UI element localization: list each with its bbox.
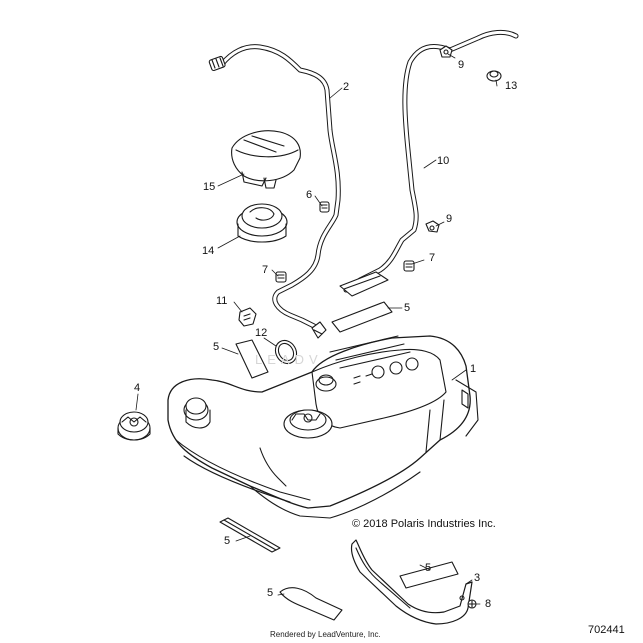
part-14-seal xyxy=(236,203,288,243)
callout-8: 8 xyxy=(485,598,492,610)
callout-5-left: 5 xyxy=(213,341,220,353)
callout-6: 6 xyxy=(306,189,313,201)
callout-3: 3 xyxy=(474,572,481,584)
tank-fitting xyxy=(311,321,327,339)
callout-1: 1 xyxy=(470,363,477,375)
callout-9-mid: 9 xyxy=(446,213,453,225)
callout-7-left: 7 xyxy=(262,264,269,276)
bolt-8 xyxy=(467,599,477,609)
callout-7-right: 7 xyxy=(429,252,436,264)
rendered-by-credit: Rendered by LeadVenture, Inc. xyxy=(270,630,381,639)
callout-5-bottom: 5 xyxy=(267,587,274,599)
callout-11: 11 xyxy=(216,295,228,307)
pad-5-bottom-left xyxy=(219,517,281,553)
pad-5-left xyxy=(235,339,269,379)
callout-5-bottom-left: 5 xyxy=(224,535,231,547)
fuel-cap-4 xyxy=(117,411,151,441)
part-11-fitting xyxy=(238,307,257,327)
pad-5-bracket xyxy=(399,561,459,589)
callout-5-upper: 5 xyxy=(404,302,411,314)
clip-7-right xyxy=(403,260,415,272)
part-12-oring xyxy=(274,339,298,365)
fuel-tank-1 xyxy=(167,335,479,519)
clip-6 xyxy=(319,201,330,213)
callout-12: 12 xyxy=(255,327,268,339)
fuel-line-10 xyxy=(339,29,519,297)
callout-5-bracket: 5 xyxy=(425,562,432,574)
callout-2: 2 xyxy=(343,81,350,93)
fuel-line-2 xyxy=(208,44,341,329)
fitting-13 xyxy=(486,70,502,82)
pad-5-bottom xyxy=(279,587,343,621)
strap-bracket-3 xyxy=(350,539,473,625)
callout-14: 14 xyxy=(202,245,215,257)
pad-5-upper xyxy=(331,301,393,333)
drawing-number: 702441 xyxy=(588,624,625,636)
part-15-cover xyxy=(231,130,301,189)
callout-9-top: 9 xyxy=(458,59,465,71)
copyright-notice: © 2018 Polaris Industries Inc. xyxy=(352,518,496,530)
callout-13: 13 xyxy=(505,80,518,92)
callout-10: 10 xyxy=(437,155,450,167)
clamp-9-mid xyxy=(425,220,440,233)
watermark: LEADV xyxy=(255,352,323,367)
clip-7-left xyxy=(275,271,287,283)
callout-15: 15 xyxy=(203,181,216,193)
callout-4: 4 xyxy=(134,382,141,394)
leader-lines xyxy=(135,53,498,605)
